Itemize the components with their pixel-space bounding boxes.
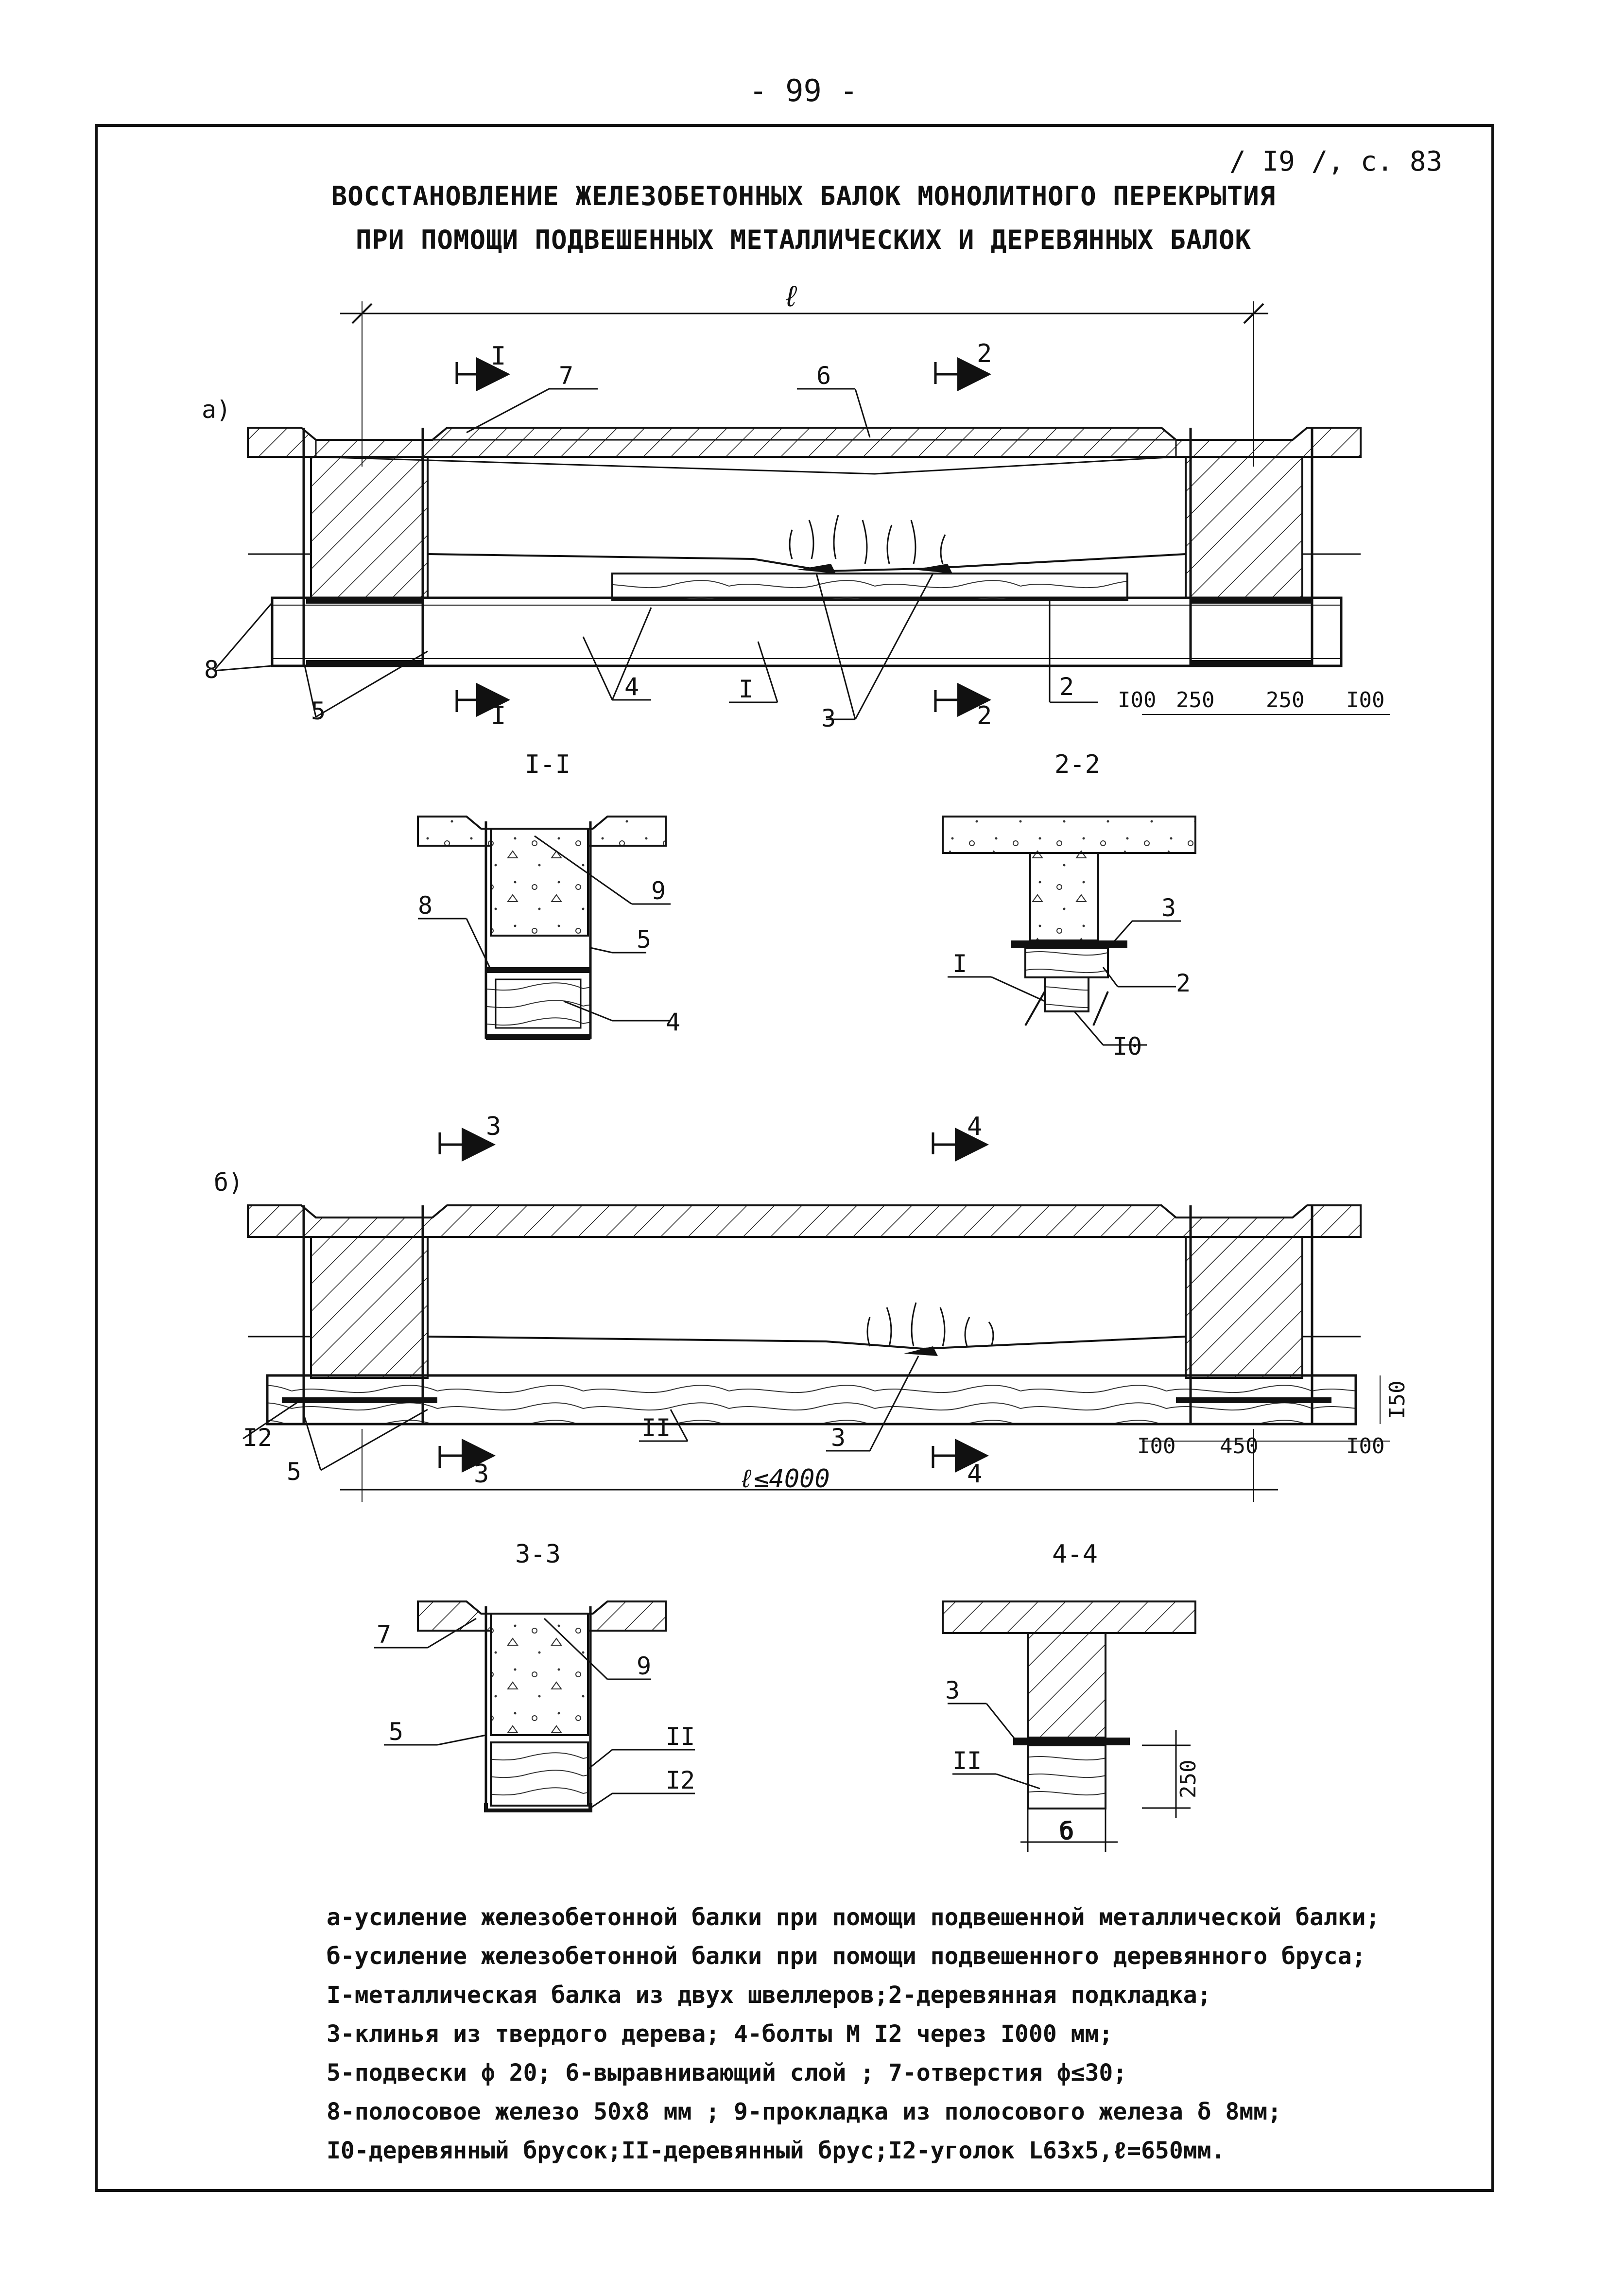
section-2-2: 2-2 3 2 I I0 bbox=[942, 750, 1196, 1061]
section-4-4-callout-3: 3 bbox=[945, 1676, 960, 1705]
drawing-b-variant-label: б) bbox=[214, 1168, 243, 1197]
section-mark-4-bottom: 4 bbox=[967, 1460, 982, 1489]
beam-cracks bbox=[789, 515, 946, 564]
legend-line-1-2: I-металлическая балка из двух швеллеров;… bbox=[327, 1982, 1211, 2009]
section-1-1-title: I-I bbox=[525, 750, 570, 779]
steel-strip-bottom-right bbox=[1191, 660, 1312, 666]
span-tick-right bbox=[1243, 303, 1264, 324]
drawing-b: б) 3 3 4 4 bbox=[214, 1112, 1410, 1502]
section-mark-1-top: I bbox=[491, 342, 506, 371]
section-2-2-callout-2: 2 bbox=[1176, 969, 1191, 997]
section-2-2-callout-3: 3 bbox=[1161, 894, 1176, 922]
dim-a-100-right: I00 bbox=[1346, 688, 1384, 713]
section-3-3-callout-9: 9 bbox=[637, 1652, 651, 1680]
legend-line-b: б-усиление железобетонной балки при помо… bbox=[327, 1943, 1366, 1970]
section-2-2-title: 2-2 bbox=[1054, 750, 1100, 779]
callout-4: 4 bbox=[624, 673, 639, 701]
section-4-4-dim-b: б bbox=[1059, 1817, 1074, 1845]
floor-slab bbox=[247, 427, 1362, 458]
callout-3: 3 bbox=[821, 704, 836, 732]
timber-packing bbox=[611, 573, 1128, 601]
timber-beam bbox=[266, 1374, 1357, 1426]
drawing-a: а) ℓ bbox=[202, 279, 1390, 732]
callout-7: 7 bbox=[559, 362, 573, 390]
span-label: ℓ bbox=[782, 279, 800, 313]
steel-strip-bottom-left bbox=[306, 660, 423, 666]
section-1-1-callout-4: 4 bbox=[666, 1008, 680, 1036]
section-mark-3-top: 3 bbox=[486, 1112, 501, 1141]
section-4-4-dim-250: 250 bbox=[1176, 1760, 1201, 1798]
callout-5: 5 bbox=[311, 697, 326, 725]
section-3-3-callout-II: II bbox=[666, 1722, 695, 1751]
dim-a-100-left: I00 bbox=[1118, 688, 1156, 713]
steel-strip-top-right bbox=[1191, 598, 1312, 604]
steel-channel-beam bbox=[271, 596, 1343, 667]
callout-I: I bbox=[739, 675, 753, 703]
source-reference: / I9 /, с. 83 bbox=[1229, 146, 1443, 177]
section-3-3-title: 3-3 bbox=[515, 1540, 561, 1569]
legend-line-8-9: 8-полосовое железо 50х8 мм ; 9-прокладка… bbox=[327, 2098, 1282, 2125]
page-number: - 99 - bbox=[749, 73, 858, 108]
wedge-left bbox=[797, 564, 836, 574]
beam-stem-right bbox=[1185, 456, 1303, 599]
dim-b-100-right: I00 bbox=[1346, 1434, 1384, 1459]
drawing-b-callout-5: 5 bbox=[287, 1458, 301, 1486]
callout-2: 2 bbox=[1059, 673, 1074, 701]
section-3-3-callout-5: 5 bbox=[389, 1718, 403, 1746]
section-3-3: 3-3 7 9 5 II I2 bbox=[374, 1540, 695, 1812]
drawing-a-variant-label: а) bbox=[202, 396, 231, 424]
legend: а-усиление железобетонной балки при помо… bbox=[327, 1898, 1380, 2170]
section-mark-3-bottom: 3 bbox=[474, 1460, 489, 1489]
drawing-title-line-2: ПРИ ПОМОЩИ ПОДВЕШЕННЫХ МЕТАЛЛИЧЕСКИХ И Д… bbox=[355, 225, 1252, 255]
wedge-right bbox=[914, 564, 952, 574]
dim-b-450: 450 bbox=[1220, 1434, 1258, 1459]
drawing-frame bbox=[95, 124, 1494, 2192]
section-2-2-callout-I: I bbox=[952, 950, 967, 978]
steel-strip-top-left bbox=[306, 598, 423, 604]
drawing-title-line-1: ВОССТАНОВЛЕНИЕ ЖЕЛЕЗОБЕТОННЫХ БАЛОК МОНО… bbox=[331, 181, 1276, 211]
hanger-rods bbox=[302, 428, 1313, 666]
dim-a-250-right: 250 bbox=[1266, 688, 1304, 713]
section-mark-2-bottom: 2 bbox=[977, 701, 992, 731]
section-1-1: I-I 9 8 5 4 bbox=[417, 750, 680, 1040]
dim-b-150: I50 bbox=[1385, 1381, 1410, 1419]
section-3-3-callout-I2: I2 bbox=[666, 1766, 695, 1794]
levelling-layer bbox=[315, 439, 1177, 475]
legend-line-a: а-усиление железобетонной балки при помо… bbox=[327, 1904, 1380, 1931]
section-4-4: 4-4 3 II 250 б bbox=[942, 1540, 1201, 1852]
section-mark-4-top: 4 bbox=[967, 1112, 982, 1141]
legend-line-3-4: 3-клинья из твердого дерева; 4-болты М I… bbox=[327, 2020, 1113, 2048]
section-mark-2-top: 2 bbox=[977, 339, 992, 368]
section-1-1-callout-9: 9 bbox=[651, 877, 666, 905]
section-marks-a bbox=[455, 362, 986, 712]
legend-line-10-12: I0-деревянный брусок;II-деревянный брус;… bbox=[327, 2137, 1226, 2164]
legend-line-5-7: 5-подвески ф 20; 6-выравнивающий слой ; … bbox=[327, 2059, 1127, 2087]
leaders-a bbox=[213, 388, 1098, 720]
beam-stem-left bbox=[310, 456, 429, 599]
span-tick-left bbox=[351, 303, 373, 324]
dim-b-100-left: I00 bbox=[1137, 1434, 1175, 1459]
dim-a-250-left: 250 bbox=[1176, 688, 1214, 713]
drawing-b-callout-3: 3 bbox=[831, 1424, 846, 1452]
section-2-2-callout-I0: I0 bbox=[1113, 1032, 1142, 1061]
drawing-b-callout-II: II bbox=[641, 1414, 671, 1442]
section-4-4-callout-II: II bbox=[952, 1747, 982, 1775]
section-4-4-title: 4-4 bbox=[1052, 1540, 1098, 1569]
span-b-label: ℓ≤4000 bbox=[739, 1464, 830, 1494]
callout-6: 6 bbox=[816, 362, 831, 390]
section-3-3-callout-7: 7 bbox=[377, 1620, 391, 1649]
section-1-1-callout-5: 5 bbox=[637, 925, 651, 954]
section-1-1-callout-8: 8 bbox=[418, 891, 432, 920]
section-mark-1-bottom: I bbox=[491, 701, 506, 731]
drawing-b-callout-I2: I2 bbox=[243, 1424, 272, 1452]
callout-8: 8 bbox=[204, 656, 219, 684]
